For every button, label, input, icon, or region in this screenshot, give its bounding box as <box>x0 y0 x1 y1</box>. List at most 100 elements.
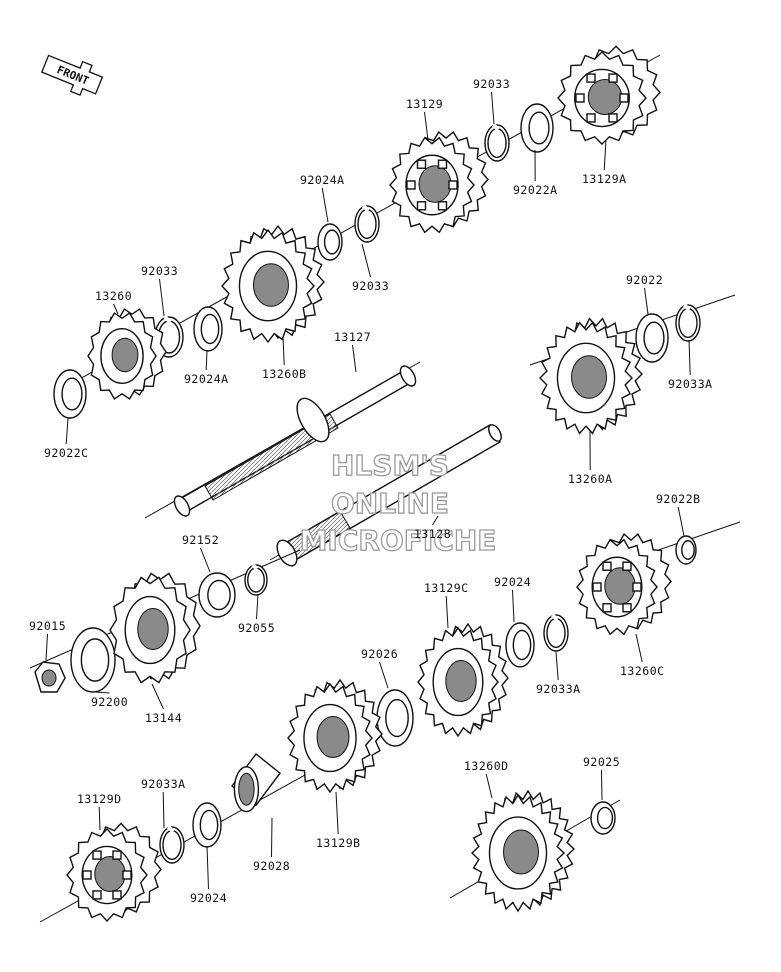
leader-line-4 <box>321 187 329 223</box>
part-label-4: 92024A <box>300 173 345 187</box>
part-label-31: 13129B <box>316 836 361 850</box>
part-label-28: 92033A <box>141 777 186 791</box>
part-bushing-4 <box>317 223 343 261</box>
watermark-line-1: HLSM'S <box>331 449 449 482</box>
part-gear-19 <box>417 622 509 738</box>
part-label-32: 13260D <box>464 759 509 773</box>
leader-line-11 <box>352 344 357 373</box>
part-labels: 13129A9203392022A1312992024A9203313260B9… <box>29 77 713 905</box>
mainshaft-13127 <box>144 361 421 519</box>
leader-line-21 <box>555 651 559 681</box>
part-label-27: 13129D <box>77 792 122 806</box>
leader-line-16 <box>677 506 685 537</box>
leader-line-8 <box>113 303 119 315</box>
part-washer-10 <box>53 369 87 419</box>
leader-line-17 <box>200 547 211 573</box>
part-label-12: 92022 <box>626 273 663 287</box>
part-label-16: 92022B <box>656 492 701 506</box>
part-label-17: 92152 <box>182 533 219 547</box>
leader-line-18 <box>256 593 259 620</box>
part-nut-23 <box>34 661 66 693</box>
part-label-15: 13128 <box>414 527 451 541</box>
leader-line-9 <box>205 349 208 371</box>
leader-line-13 <box>688 339 691 376</box>
part-label-10: 92022C <box>44 446 89 460</box>
part-label-24: 92200 <box>91 695 128 709</box>
leader-line-15 <box>432 515 439 526</box>
part-label-21: 92033A <box>536 682 581 696</box>
part-label-14: 13260A <box>568 472 613 486</box>
part-label-1: 92033 <box>473 77 510 91</box>
leader-line-3 <box>424 111 429 141</box>
leader-line-25 <box>151 683 164 710</box>
part-label-19: 13129C <box>424 581 469 595</box>
leader-line-23 <box>45 633 48 661</box>
part-label-22: 13260C <box>620 664 665 678</box>
leader-line-12 <box>644 287 649 315</box>
part-gear-27 <box>66 822 162 923</box>
part-label-20: 92024 <box>494 575 531 589</box>
part-gear-3 <box>389 131 489 234</box>
part-gear-8 <box>87 308 167 400</box>
part-label-23: 92015 <box>29 619 66 633</box>
part-label-18: 92055 <box>238 621 275 635</box>
part-circlip-28 <box>159 825 185 864</box>
part-circlip-13 <box>675 303 701 342</box>
leader-line-24 <box>94 691 110 694</box>
part-label-13: 92033A <box>668 377 713 391</box>
part-washer-2 <box>520 103 554 153</box>
watermark: HLSM'S ONLINE MICROFICHE <box>299 448 497 557</box>
part-gear-32 <box>470 789 576 913</box>
leader-line-19 <box>445 595 449 629</box>
leader-line-1 <box>491 91 495 125</box>
part-label-2: 92022A <box>513 183 558 197</box>
part-circlip-5 <box>354 204 380 243</box>
leader-line-31 <box>335 791 339 835</box>
part-gear-22 <box>576 533 672 636</box>
part-label-11: 13127 <box>334 330 371 344</box>
part-label-30: 92028 <box>253 859 290 873</box>
driveshaft-13128 <box>269 424 502 567</box>
part-label-33: 92025 <box>583 755 620 769</box>
part-circlip-21 <box>543 613 569 652</box>
leader-line-26 <box>379 661 389 689</box>
leader-line-22 <box>635 633 643 663</box>
part-gear-14 <box>539 317 643 435</box>
part-bushing-20 <box>505 622 535 668</box>
part-washer-33 <box>590 801 616 835</box>
part-washer-12 <box>635 313 669 363</box>
part-label-5: 92033 <box>352 279 389 293</box>
leader-line-0 <box>603 139 607 171</box>
leader-line-5 <box>361 243 371 278</box>
part-sprocket-25 <box>109 572 201 684</box>
watermark-line-2: ONLINE <box>331 487 449 520</box>
part-bushing-29 <box>192 802 222 848</box>
leader-line-7 <box>159 278 165 317</box>
part-collar-17 <box>198 572 236 618</box>
front-arrow-icon: FRONT <box>40 54 104 96</box>
leader-line-29 <box>206 845 209 890</box>
part-label-25: 13144 <box>145 711 182 725</box>
part-gear-0 <box>557 45 661 145</box>
leader-line-32 <box>485 773 493 799</box>
part-washer-26 <box>376 689 414 747</box>
part-label-7: 92033 <box>141 264 178 278</box>
part-label-29: 92024 <box>190 891 227 905</box>
part-gear-6 <box>221 224 325 344</box>
leader-line-27 <box>98 806 101 831</box>
part-label-26: 92026 <box>361 647 398 661</box>
part-label-0: 13129A <box>582 172 627 186</box>
leader-line-10 <box>65 417 69 445</box>
part-circlip-1 <box>484 123 510 162</box>
leader-line-20 <box>512 589 515 623</box>
part-gear-31 <box>287 678 383 794</box>
part-label-3: 13129 <box>406 97 443 111</box>
leader-line-6 <box>282 335 285 366</box>
part-washer-24 <box>70 627 116 693</box>
part-collar-30 <box>231 753 281 813</box>
part-label-8: 13260 <box>95 289 132 303</box>
part-washer-16 <box>675 535 697 565</box>
part-label-9: 92024A <box>184 372 229 386</box>
